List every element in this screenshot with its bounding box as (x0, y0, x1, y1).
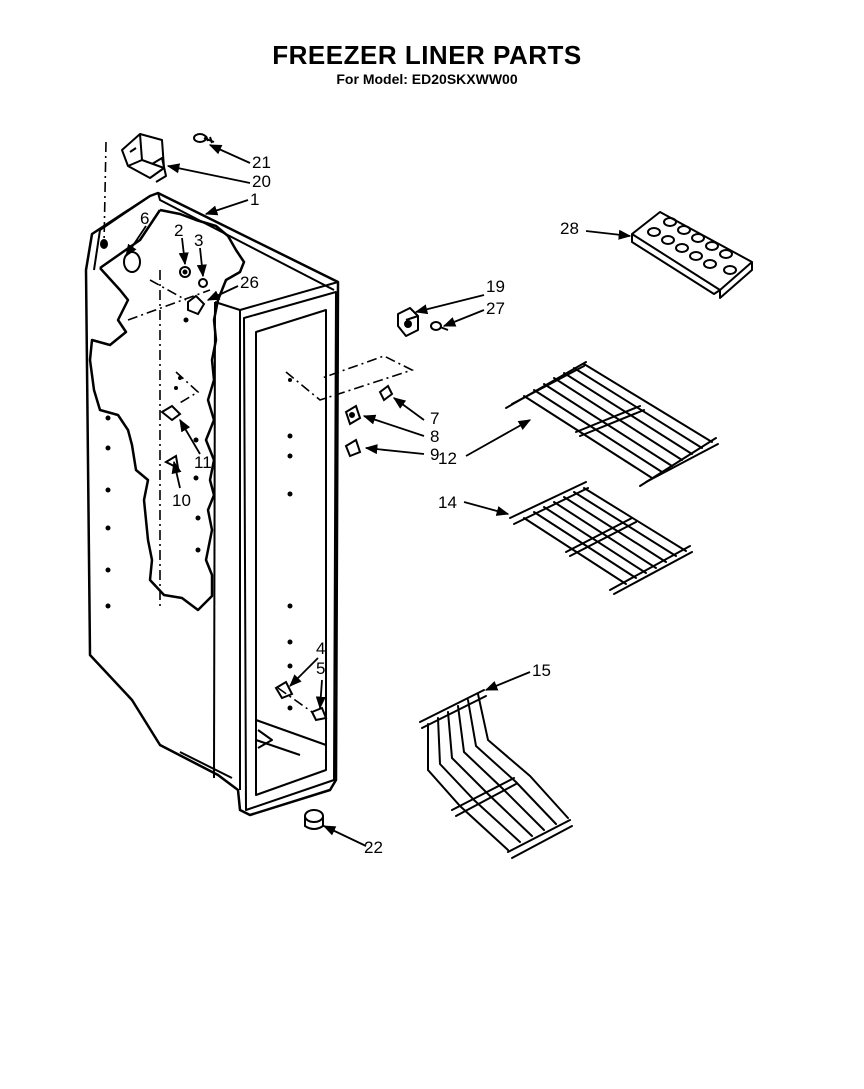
title-block: FREEZER LINER PARTS For Model: ED20SKXWW… (0, 40, 864, 88)
callout-19: 19 (486, 277, 505, 296)
screw-part-27 (430, 321, 449, 331)
callout-20: 20 (252, 172, 271, 191)
control-part-19 (397, 307, 419, 337)
callout-11: 11 (194, 453, 212, 472)
callout-10: 10 (172, 491, 191, 510)
callout-27: 27 (486, 299, 505, 318)
foot-part-22 (304, 809, 324, 830)
page-title: FREEZER LINER PARTS (272, 40, 582, 70)
freezer-liner (84, 191, 340, 817)
leader-lines (125, 144, 632, 847)
callout-3: 3 (194, 231, 203, 250)
clip-part-8 (344, 404, 362, 426)
wire-rack-part-15 (419, 689, 573, 859)
page-subtitle: For Model: ED20SKXWW00 (336, 71, 518, 87)
liner-holes (105, 317, 293, 711)
callout-1: 1 (250, 190, 259, 209)
callout-8: 8 (430, 427, 439, 446)
screw-part-5 (310, 706, 328, 722)
wire-shelf-part-12 (505, 361, 719, 487)
callout-6: 6 (140, 209, 149, 228)
liner-small-parts (100, 239, 208, 470)
screw-part-21 (193, 133, 215, 144)
callout-2: 2 (174, 221, 183, 240)
callout-7: 7 (430, 409, 439, 428)
callout-12: 12 (438, 449, 457, 468)
callout-22: 22 (364, 838, 383, 857)
callout-14: 14 (438, 493, 457, 512)
clip-part-9 (344, 438, 362, 458)
callout-5: 5 (316, 659, 325, 678)
callout-28: 28 (560, 219, 579, 238)
liner-cutaway-edge (88, 208, 246, 612)
callout-4: 4 (316, 639, 325, 658)
callout-26: 26 (240, 273, 259, 292)
callout-21: 21 (252, 153, 271, 172)
clip-part-4 (274, 680, 294, 700)
clip-part-7 (378, 384, 394, 402)
liner-dashdot-lines (103, 141, 415, 713)
bracket-part-20 (121, 133, 167, 183)
ice-tray-part-28 (631, 211, 753, 299)
wire-shelf-part-14 (509, 481, 693, 595)
callout-9: 9 (430, 445, 439, 464)
callout-15: 15 (532, 661, 551, 680)
callout-labels: 1 2 3 4 5 6 7 8 9 10 11 12 14 15 19 20 2… (140, 153, 579, 857)
